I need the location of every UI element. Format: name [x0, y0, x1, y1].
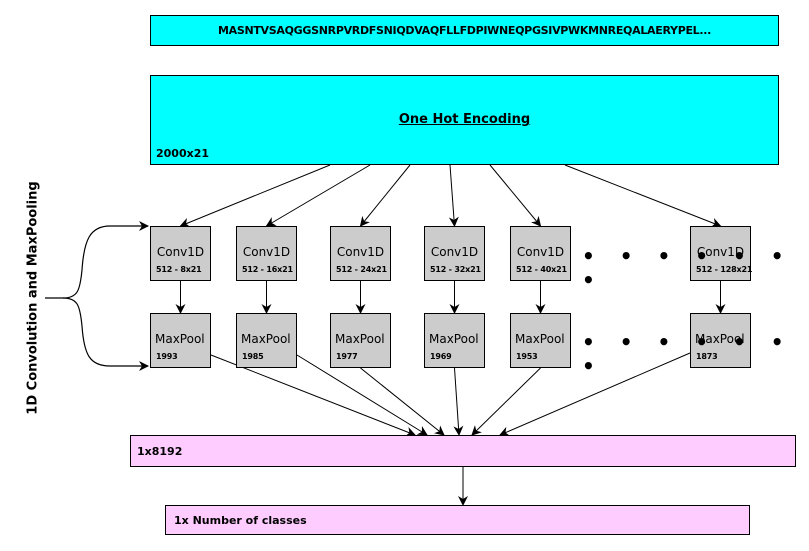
conv1d-label: Conv1D	[156, 245, 205, 259]
conv1d-node: Conv1D 512 - 24x21	[330, 226, 391, 281]
maxpool-node: MaxPool 1953	[510, 313, 571, 368]
bracket-brace-lower	[62, 297, 149, 371]
edge-pool-to-flatten	[471, 367, 541, 436]
conv1d-label: Conv1D	[336, 245, 385, 259]
output-layer-box: 1x Number of classes	[165, 505, 750, 535]
conv1d-node: Conv1D 512 - 40x21	[510, 226, 571, 281]
edge-pool-to-flatten	[360, 367, 445, 436]
one-hot-encoding-dim: 2000x21	[156, 147, 210, 160]
ellipsis-pool: • • • • • • •	[582, 330, 793, 378]
maxpool-output: 1873	[696, 352, 718, 361]
bracket-brace	[45, 221, 149, 299]
conv1d-label: Conv1D	[242, 245, 291, 259]
maxpool-label: MaxPool	[155, 332, 205, 346]
output-layer-label: 1x Number of classes	[174, 514, 307, 527]
conv1d-spec: 512 - 32x21	[430, 265, 481, 274]
maxpool-label: MaxPool	[695, 332, 745, 346]
edge-pool-to-flatten	[210, 354, 416, 437]
edge-encoding-to-conv	[359, 164, 411, 227]
one-hot-encoding-box: One Hot Encoding 2000x21	[150, 75, 779, 165]
maxpool-node: MaxPool 1977	[330, 313, 391, 368]
edge-pool-to-flatten	[296, 354, 428, 436]
maxpool-node: MaxPool 1969	[424, 313, 485, 368]
conv1d-node: Conv1D 512 - 16x21	[236, 226, 297, 281]
conv1d-label: Conv1D	[516, 245, 565, 259]
input-sequence-text: MASNTVSAQGGSNRPVRDFSNIQDVAQFLLFDPIWNEQPG…	[217, 24, 712, 37]
conv1d-spec: 512 - 16x21	[242, 265, 293, 274]
edge-encoding-to-conv	[448, 164, 459, 227]
conv1d-spec: 512 - 8x21	[156, 265, 202, 274]
maxpool-node: MaxPool 1873	[690, 313, 751, 368]
edge-pool-to-flatten	[499, 352, 691, 437]
maxpool-output: 1985	[242, 352, 264, 361]
conv1d-spec: 512 - 128x21	[696, 265, 753, 274]
conv1d-node: Conv1D 512 - 128x21	[690, 226, 753, 281]
maxpool-output: 1977	[336, 352, 358, 361]
flatten-layer-label: 1x8192	[137, 445, 183, 458]
maxpool-label: MaxPool	[515, 332, 565, 346]
edge-encoding-to-conv	[265, 164, 371, 227]
conv1d-node: Conv1D 512 - 8x21	[150, 226, 211, 281]
maxpool-node: MaxPool 1993	[150, 313, 211, 368]
side-label: 1D Convolution and MaxPooling	[25, 181, 41, 415]
edge-encoding-to-conv	[564, 164, 722, 228]
conv1d-spec: 512 - 24x21	[336, 265, 387, 274]
maxpool-label: MaxPool	[429, 332, 479, 346]
edge-pool-to-flatten	[453, 367, 464, 436]
conv1d-node: Conv1D 512 - 32x21	[424, 226, 485, 281]
conv1d-label: Conv1D	[430, 245, 479, 259]
maxpool-output: 1993	[156, 352, 178, 361]
ellipsis-conv: • • • • • • •	[582, 244, 793, 292]
maxpool-output: 1969	[430, 352, 452, 361]
maxpool-label: MaxPool	[241, 332, 291, 346]
edge-encoding-to-conv	[179, 164, 331, 228]
edge-encoding-to-conv	[489, 164, 542, 227]
input-sequence-box: MASNTVSAQGGSNRPVRDFSNIQDVAQFLLFDPIWNEQPG…	[150, 15, 779, 46]
maxpool-label: MaxPool	[335, 332, 385, 346]
conv1d-label: Conv1D	[696, 245, 745, 259]
maxpool-node: MaxPool 1985	[236, 313, 297, 368]
one-hot-encoding-title: One Hot Encoding	[398, 112, 531, 127]
conv1d-spec: 512 - 40x21	[516, 265, 567, 274]
maxpool-output: 1953	[516, 352, 538, 361]
flatten-layer-box: 1x8192	[130, 435, 796, 467]
